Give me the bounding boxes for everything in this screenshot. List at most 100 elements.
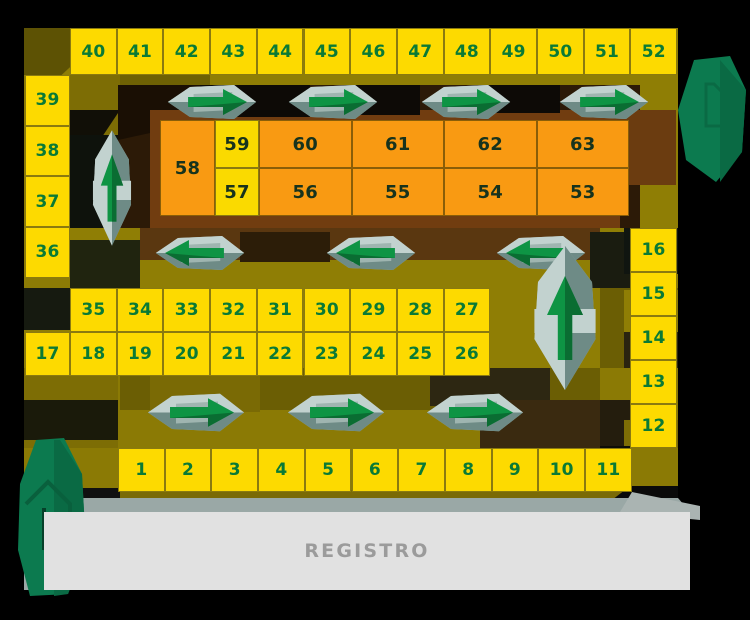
map-cell-23[interactable]: 23 [303,332,351,376]
map-cell-2[interactable]: 2 [164,448,212,492]
cell-label: 20 [174,344,199,364]
cell-label: 24 [361,344,386,364]
map-cell-57[interactable]: 57 [215,168,259,216]
map-cell-24[interactable]: 24 [350,332,397,376]
map-cell-53[interactable]: 53 [536,168,629,216]
map-cell-27[interactable]: 27 [443,288,491,332]
map-cell-45[interactable]: 45 [303,28,351,75]
map-cell-14[interactable]: 14 [630,316,677,360]
cell-label: 38 [35,141,60,162]
direction-marker-left-1-icon [154,228,246,278]
registro-panel[interactable]: REGISTRO [44,512,690,590]
map-cell-52[interactable]: 52 [630,28,678,75]
map-cell-40[interactable]: 40 [70,28,117,75]
plant-top-right [678,56,746,182]
map-cell-4[interactable]: 4 [258,448,305,492]
map-cell-47[interactable]: 47 [396,28,444,75]
cell-label: 49 [501,41,526,62]
map-cell-17[interactable]: 17 [25,332,70,376]
map-cell-31[interactable]: 31 [256,288,304,332]
map-cell-26[interactable]: 26 [443,332,491,376]
map-cell-32[interactable]: 32 [210,288,257,332]
map-cell-5[interactable]: 5 [304,448,352,492]
map-cell-49[interactable]: 49 [490,28,537,75]
map-cell-8[interactable]: 8 [444,448,492,492]
cell-label: 39 [35,90,60,111]
direction-marker-left-2-icon [325,228,417,278]
map-cell-62[interactable]: 62 [444,120,537,168]
cell-label: 62 [477,133,503,155]
map-cell-12[interactable]: 12 [630,404,677,448]
map-cell-1[interactable]: 1 [118,448,165,492]
map-cell-7[interactable]: 7 [398,448,445,492]
map-cell-22[interactable]: 22 [256,332,304,376]
cell-label: 15 [641,284,666,304]
map-cell-63[interactable]: 63 [536,120,629,168]
map-cell-44[interactable]: 44 [256,28,304,75]
cell-label: 54 [477,181,503,203]
map-cell-16[interactable]: 16 [630,228,677,272]
map-cell-13[interactable]: 13 [630,360,677,404]
map-cell-61[interactable]: 61 [351,120,444,168]
direction-marker-right-4-icon [558,77,650,127]
cell-label: 57 [224,181,250,203]
map-cell-28[interactable]: 28 [396,288,444,332]
map-cell-29[interactable]: 29 [350,288,397,332]
map-cell-33[interactable]: 33 [163,288,211,332]
map-cell-36[interactable]: 36 [25,227,70,278]
map-cell-46[interactable]: 46 [350,28,397,75]
map-cell-51[interactable]: 51 [583,28,631,75]
map-cell-20[interactable]: 20 [163,332,211,376]
cell-label: 3 [228,460,241,480]
map-cell-54[interactable]: 54 [444,168,537,216]
map-cell-43[interactable]: 43 [210,28,257,75]
cell-label: 8 [462,460,475,480]
map-cell-60[interactable]: 60 [259,120,352,168]
cell-label: 13 [641,372,666,392]
map-cell-25[interactable]: 25 [396,332,444,376]
direction-marker-right-5-icon [146,385,246,440]
map-cell-35[interactable]: 35 [70,288,117,332]
map-cell-41[interactable]: 41 [116,28,164,75]
map-cell-56[interactable]: 56 [259,168,352,216]
map-cell-18[interactable]: 18 [70,332,117,376]
map-cell-38[interactable]: 38 [25,125,70,177]
cell-label: 32 [221,300,246,320]
map-cell-11[interactable]: 11 [585,448,632,492]
cell-label: 44 [268,41,293,62]
map-cell-55[interactable]: 55 [351,168,444,216]
map-cell-34[interactable]: 34 [116,288,164,332]
map-cell-21[interactable]: 21 [210,332,257,376]
map-cell-6[interactable]: 6 [351,448,399,492]
map-cell-39[interactable]: 39 [25,75,70,126]
map-cell-15[interactable]: 15 [630,272,677,316]
map-cell-58[interactable]: 58 [160,120,215,216]
cell-label: 41 [128,41,153,62]
map-cell-42[interactable]: 42 [163,28,211,75]
cell-label: 40 [81,41,106,62]
cell-label: 6 [368,460,381,480]
map-cell-37[interactable]: 37 [25,176,70,228]
cell-label: 55 [385,181,411,203]
cell-label: 11 [596,460,621,480]
cell-label: 56 [292,181,318,203]
cell-label: 27 [454,300,479,320]
cell-label: 22 [268,344,293,364]
map-cell-9[interactable]: 9 [491,448,539,492]
cell-label: 59 [224,133,250,155]
direction-marker-right-3-icon [420,77,512,127]
map-cell-3[interactable]: 3 [211,448,259,492]
cell-label: 23 [314,344,339,364]
map-cell-30[interactable]: 30 [303,288,351,332]
cell-label: 29 [361,300,386,320]
map-cell-48[interactable]: 48 [443,28,491,75]
cell-label: 7 [415,460,428,480]
direction-marker-up-left-icon [84,128,140,248]
cell-label: 45 [314,41,339,62]
map-cell-10[interactable]: 10 [538,448,585,492]
map-cell-50[interactable]: 50 [537,28,584,75]
map-cell-59[interactable]: 59 [215,120,259,168]
map-cell-19[interactable]: 19 [116,332,164,376]
cell-label: 31 [268,300,293,320]
cell-label: 43 [221,41,246,62]
